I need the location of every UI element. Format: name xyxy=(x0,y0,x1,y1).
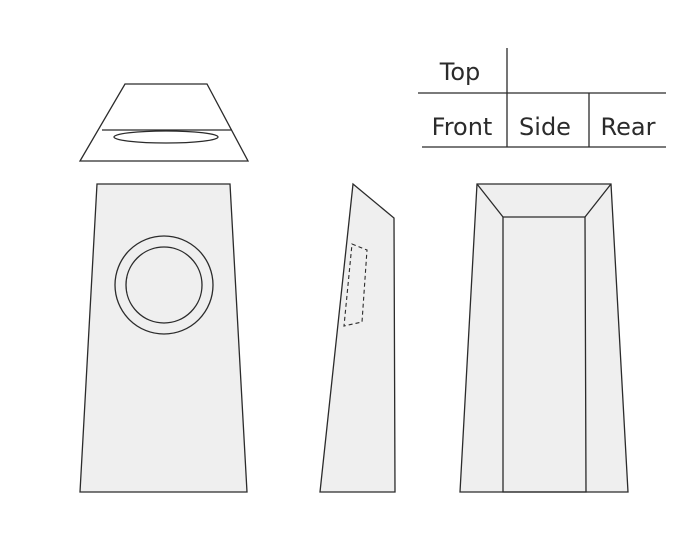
front-view xyxy=(79,183,248,493)
side-view xyxy=(319,182,396,493)
top-view-driver-ellipse xyxy=(113,130,219,144)
driver-outer-ring xyxy=(114,235,214,335)
rear-panel-inner xyxy=(502,216,587,493)
top-view xyxy=(78,83,250,162)
rear-bevel-right xyxy=(584,183,612,218)
rear-view xyxy=(459,183,629,493)
front-panel xyxy=(79,183,248,493)
rear-bevel-left xyxy=(476,183,504,218)
top-view-outline xyxy=(78,83,250,162)
driver-cone xyxy=(125,246,203,324)
label-side: Side xyxy=(519,113,571,141)
view-key-table: Top Front Side Rear xyxy=(418,48,666,148)
rear-panel-outer xyxy=(459,183,629,493)
label-top: Top xyxy=(439,58,481,86)
side-hidden-driver-outline xyxy=(343,243,368,327)
label-front: Front xyxy=(432,113,493,141)
label-rear: Rear xyxy=(601,113,656,141)
side-panel xyxy=(319,182,396,493)
